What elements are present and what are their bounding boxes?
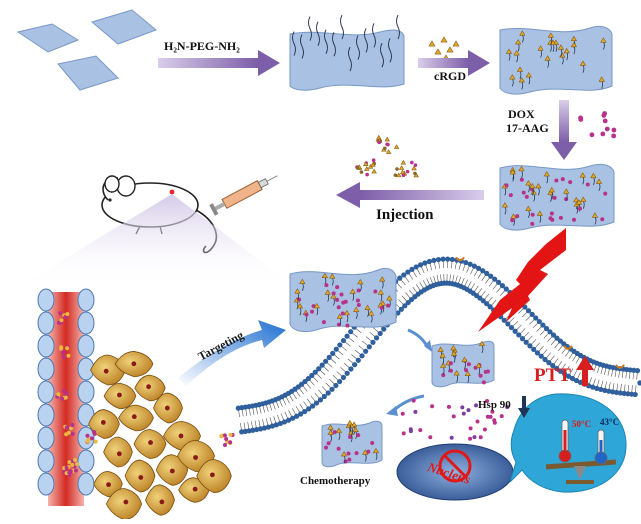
arrow-loading: [551, 100, 577, 160]
arrow-peg: [158, 50, 280, 76]
chemotherapy-label: Chemotherapy: [300, 476, 370, 487]
arrow-targeting: [178, 320, 286, 386]
zoom-beam: [16, 194, 296, 288]
release-arrow: [392, 396, 424, 412]
peg-sheet: [290, 15, 404, 90]
nanoparticle-clusters: [355, 135, 418, 177]
ptt-label: PTT: [534, 366, 571, 385]
internalized-sheet: [432, 341, 494, 387]
temp-high-label: 50°C: [572, 420, 591, 429]
aag-label: 17-AAG: [506, 122, 549, 134]
crgd-label: cRGD: [434, 70, 466, 82]
lightning-icon: [478, 228, 566, 332]
hsp90-label: Hsp 90: [478, 400, 511, 411]
rgd-sheet: [500, 26, 612, 94]
arrow-injection: [336, 182, 484, 208]
blood-vessel: [38, 289, 94, 506]
drug-molecules: [578, 111, 616, 138]
temp-low-label: 43°C: [600, 418, 619, 427]
targeted-sheet: [290, 268, 396, 331]
injection-label: Injection: [376, 208, 434, 223]
peg-label: H₂N-PEG-NH₂: [164, 40, 240, 52]
crgd-cluster: [429, 37, 459, 60]
released-sheet: [322, 421, 382, 467]
dox-label: DOX: [508, 108, 535, 120]
syringe-icon: [209, 170, 280, 215]
loaded-sheet: [500, 164, 614, 230]
graphene-sheets: [18, 10, 156, 90]
